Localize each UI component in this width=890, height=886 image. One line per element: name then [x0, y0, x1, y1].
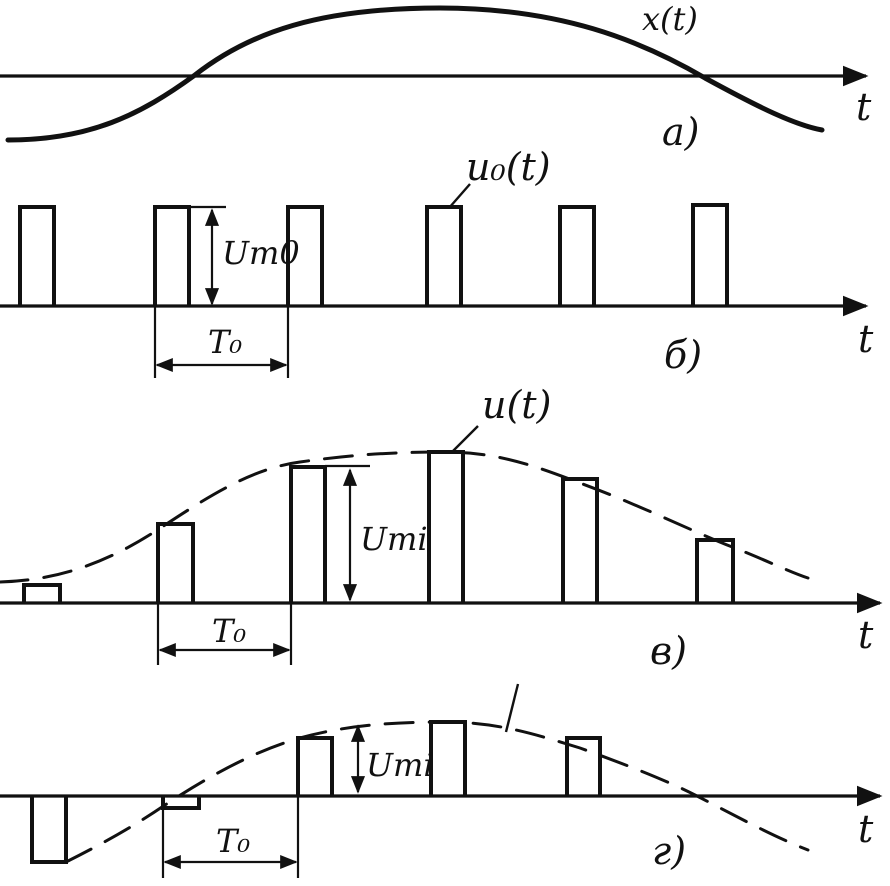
- panel-c-signal-leader: [451, 425, 479, 453]
- panel-a-letter: а): [662, 110, 699, 154]
- panel-b-pulse-3: [286, 205, 324, 306]
- panel-d-pulse-1: [30, 796, 68, 864]
- panel-c: Umi T₀ u(t) t в): [0, 383, 883, 673]
- panel-a-sine-curve: [5, 5, 825, 143]
- panel-b-period-label: T₀: [208, 323, 242, 361]
- panel-b-pulse-4: [425, 205, 463, 306]
- panel-b-pulse-6: [691, 203, 729, 306]
- panel-d-amplitude-label: Umi: [366, 746, 434, 784]
- panel-c-envelope-curve: [0, 450, 810, 584]
- panel-d: Umi T₀ t г): [0, 683, 883, 878]
- panel-c-pulse-3: [289, 465, 327, 603]
- panel-d-pulse-4: [429, 720, 467, 796]
- panel-b-pulse-5: [558, 205, 596, 306]
- panel-d-period-label: T₀: [216, 822, 250, 860]
- panel-c-amplitude-label: Umi: [360, 520, 428, 558]
- panel-b-pulse-1: [18, 205, 56, 306]
- panel-c-axis-label: t: [858, 613, 874, 657]
- panel-d-pulse-5: [565, 736, 602, 796]
- panel-c-pulse-1: [22, 583, 62, 603]
- panel-d-pulse-2: [161, 796, 201, 810]
- panel-a-axis-label: t: [856, 85, 872, 129]
- panel-d-axis-label: t: [858, 807, 874, 851]
- panel-d-letter: г): [652, 829, 686, 873]
- panel-c-pulse-2: [156, 522, 195, 603]
- panel-d-curve-marker: [504, 683, 520, 733]
- panel-d-envelope-curve: [64, 720, 810, 864]
- panel-b-signal-label: u₀(t): [466, 145, 551, 189]
- panel-c-pulse-4: [427, 450, 465, 603]
- panel-a-signal-label: x(t): [642, 0, 698, 38]
- panel-b-amplitude-label: Um0: [222, 234, 300, 272]
- panel-c-letter: в): [650, 629, 687, 673]
- panel-d-pulse-3: [296, 736, 334, 796]
- panel-b-letter: б): [664, 333, 702, 377]
- panel-b-pulse-2: [153, 205, 191, 306]
- panel-c-period-label: T₀: [212, 612, 246, 650]
- panel-b-signal-leader: [448, 183, 471, 209]
- panel-c-pulse-5: [561, 477, 599, 603]
- panel-b-axis-label: t: [858, 317, 874, 361]
- panel-c-pulse-6: [695, 538, 735, 603]
- panel-b: Um0 T₀ u₀(t) t б): [0, 145, 874, 378]
- panel-c-signal-label: u(t): [482, 383, 551, 427]
- panel-a: x(t) t а): [0, 0, 872, 154]
